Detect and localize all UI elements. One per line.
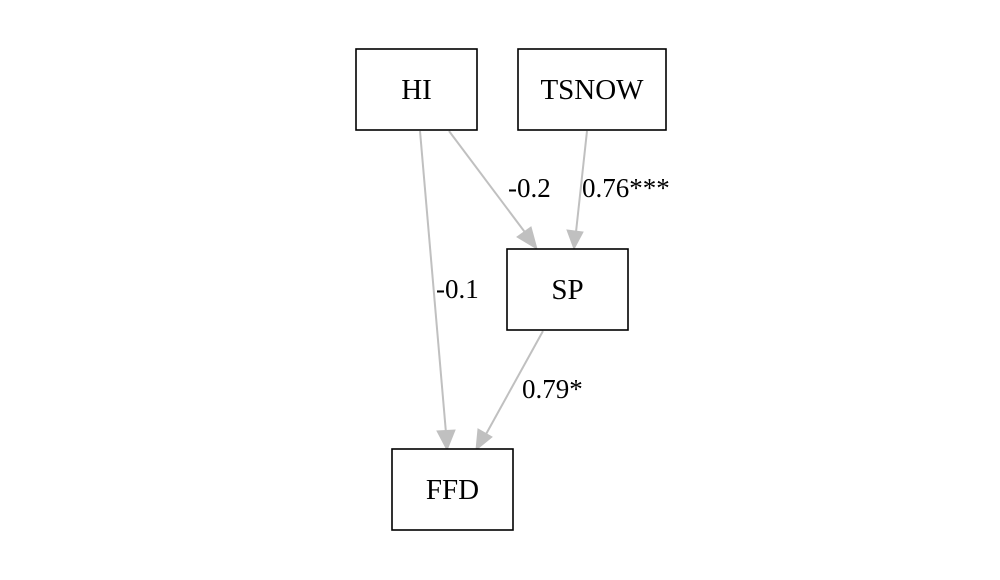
node-hi: HI [355, 48, 478, 131]
edge-hi-to-sp [448, 130, 538, 251]
node-label-sp: SP [551, 274, 583, 306]
edge-label-hi-ffd: -0.1 [436, 274, 479, 304]
edge-label-hi-sp: -0.2 [508, 173, 551, 203]
edge-hi-to-ffd [419, 130, 456, 452]
node-label-tsnow: TSNOW [540, 74, 644, 106]
node-label-ffd: FFD [426, 474, 479, 506]
edge-label-tsnow-sp: 0.76*** [582, 173, 670, 203]
edge-sp-to-ffd [475, 330, 544, 452]
node-sp: SP [506, 248, 629, 331]
node-tsnow: TSNOW [517, 48, 667, 131]
node-label-hi: HI [401, 74, 432, 106]
edge-label-sp-ffd: 0.79* [522, 374, 583, 404]
edge-tsnow-to-sp [566, 130, 588, 251]
node-ffd: FFD [391, 448, 514, 531]
